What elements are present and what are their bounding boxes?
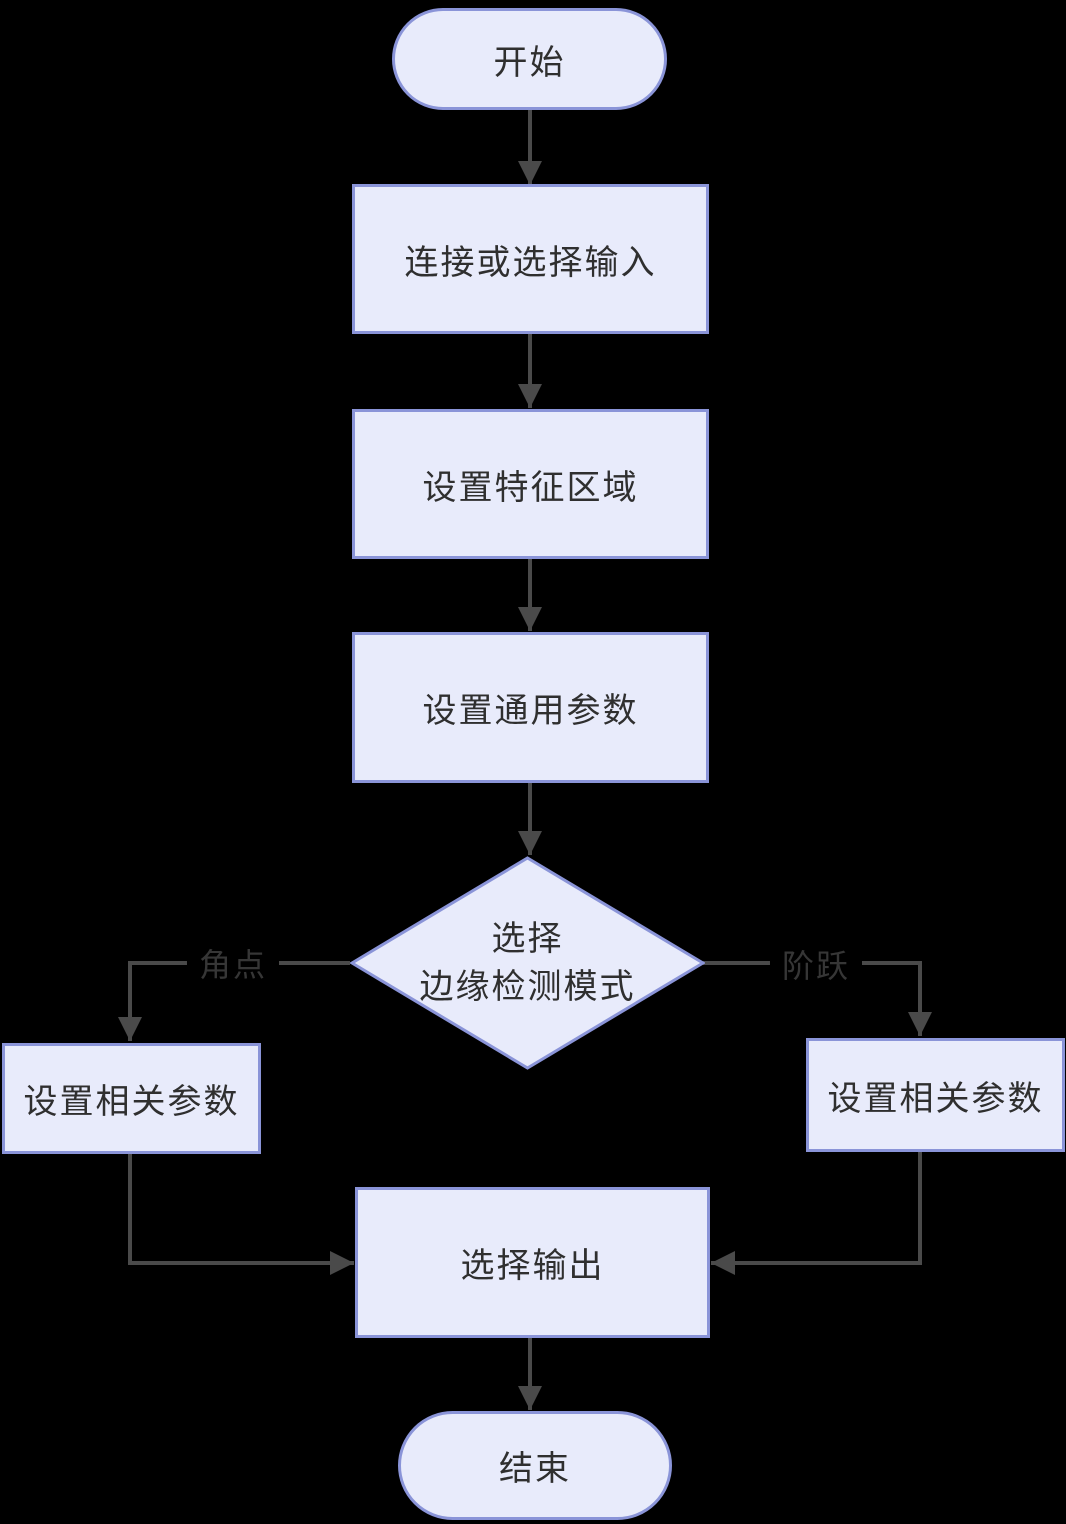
end-node: 结束 [398,1411,672,1520]
edge-left-params-to-select-output [128,1154,354,1275]
set-related-params-right-node: 设置相关参数 [806,1038,1065,1152]
decision-edge-mode-node: 选择 边缘检测模式 [350,856,705,1070]
edge-right-params-to-select-output [711,1152,922,1275]
set-related-params-right-label: 设置相关参数 [827,1079,1044,1118]
decision-label-line2: 边缘检测模式 [419,968,636,1006]
set-general-params-node: 设置通用参数 [352,632,709,783]
branch-label-corner: 角点 [186,938,280,988]
connect-input-node: 连接或选择输入 [352,184,709,334]
set-related-params-left-label: 设置相关参数 [23,1083,240,1121]
select-output-node-label: 选择输出 [460,1247,605,1285]
decision-diamond-polygon [350,856,705,1070]
set-related-params-left-node: 设置相关参数 [2,1043,261,1154]
decision-edge-mode-label: 选择 边缘检测模式 [350,856,705,1080]
set-feature-region-node-label: 设置特征区域 [422,468,639,507]
set-feature-region-node: 设置特征区域 [352,409,709,559]
end-node-label: 结束 [499,1450,571,1488]
set-general-params-node-label: 设置通用参数 [422,692,639,730]
select-output-node: 选择输出 [355,1187,710,1338]
start-node: 开始 [392,8,667,110]
decision-label-line1: 选择 [491,920,564,958]
branch-label-step: 阶跃 [769,939,863,989]
connect-input-node-label: 连接或选择输入 [404,243,657,282]
start-node-label: 开始 [493,43,566,82]
decision-diamond-shape [350,856,705,1070]
